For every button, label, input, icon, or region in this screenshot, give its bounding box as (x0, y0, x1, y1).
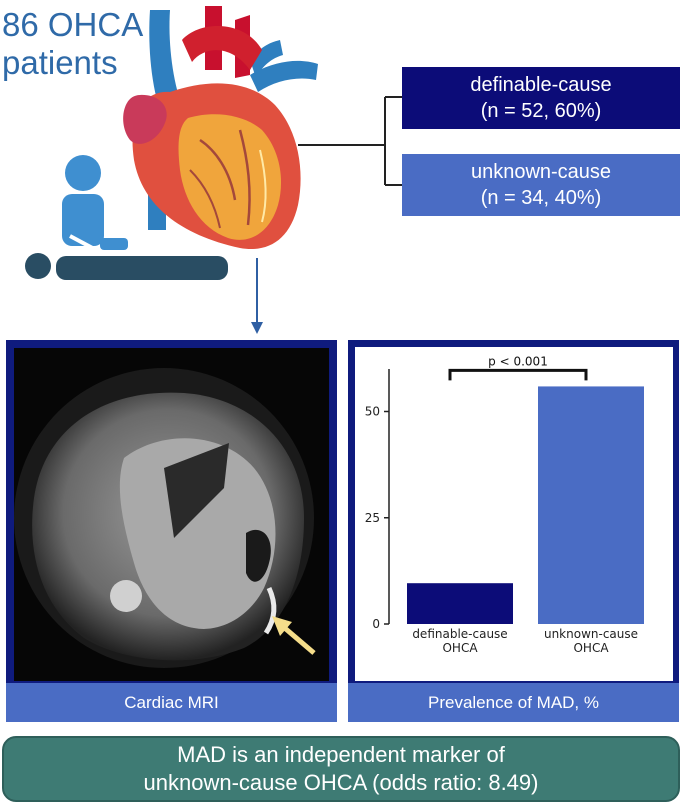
branch-connector (298, 96, 402, 186)
y-tick-label: 0 (372, 617, 380, 631)
conclusion-box: MAD is an independent marker of unknown-… (2, 736, 680, 802)
bar-1 (407, 583, 513, 624)
heart-icon (123, 6, 318, 250)
y-tick-label: 25 (365, 511, 380, 525)
y-tick-label: 50 (365, 405, 380, 419)
cardiac-mri-image (14, 348, 329, 681)
p-value-label: p < 0.001 (488, 354, 548, 368)
mri-arrow-icon (272, 616, 316, 655)
bar-2 (538, 386, 644, 624)
page-title: 86 OHCA patients (2, 6, 202, 82)
title-line-1: 86 OHCA (2, 6, 144, 43)
definable-cause-label: definable-cause (470, 74, 612, 96)
conclusion-line-2: unknown-cause OHCA (odds ratio: 8.49) (143, 770, 539, 795)
x-label-line1: definable-cause (412, 627, 507, 641)
patient-icon (25, 253, 228, 280)
chart-caption: Prevalence of MAD, % (348, 683, 679, 722)
definable-cause-box: definable-cause (n = 52, 60%) (402, 67, 680, 129)
unknown-cause-stats: (n = 34, 40%) (480, 187, 602, 209)
conclusion-line-1: MAD is an independent marker of (177, 742, 505, 767)
definable-cause-stats: (n = 52, 60%) (480, 100, 602, 122)
significance-bracket (448, 368, 588, 381)
unknown-cause-box: unknown-cause (n = 34, 40%) (402, 154, 680, 216)
x-label-line1: unknown-cause (544, 627, 638, 641)
x-label-line2: OHCA (573, 641, 609, 655)
down-arrow-icon (251, 258, 263, 334)
x-label-line2: OHCA (442, 641, 478, 655)
unknown-cause-label: unknown-cause (470, 161, 612, 183)
header-illustration (25, 6, 402, 334)
mri-caption: Cardiac MRI (6, 683, 337, 722)
cpr-person-icon (62, 155, 128, 255)
title-line-2: patients (2, 44, 118, 81)
